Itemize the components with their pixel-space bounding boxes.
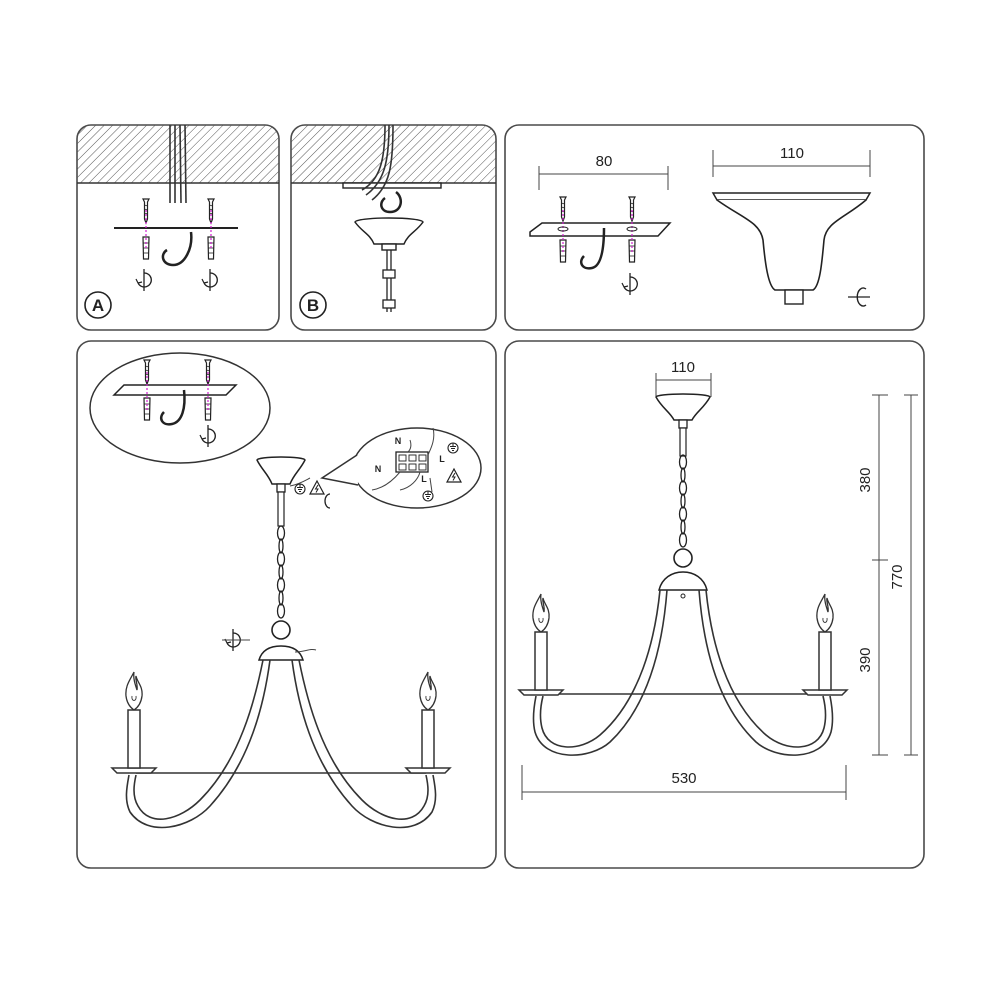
mounting-bracket [112, 384, 238, 396]
arm-left-inner [125, 659, 271, 829]
overall-dimensions-panel: 110 530 [504, 340, 925, 869]
hub-wire [294, 648, 317, 653]
arm-left-outer [133, 659, 264, 820]
ground-icon [422, 490, 434, 502]
chandelier-hub [257, 645, 305, 661]
neutral-label-top: N [395, 436, 402, 446]
neutral-label-left: N [375, 464, 382, 474]
arm-right-inner [291, 659, 437, 829]
wire-live-in [427, 427, 435, 456]
total-height-label: 770 [889, 564, 906, 589]
connector-lower [382, 299, 396, 309]
live-label-top: L [439, 454, 445, 464]
chain-links [678, 454, 688, 548]
chain-ring [271, 620, 291, 640]
chain-ring [673, 548, 693, 568]
step-a-badge [84, 291, 112, 319]
wire-neutral-out [371, 471, 401, 491]
canopy-nipple [381, 243, 397, 251]
hook-icon [161, 231, 193, 267]
bracket-hole [557, 226, 569, 232]
hook-icon [580, 227, 606, 270]
chain-height-label: 380 [857, 467, 874, 492]
mounting-bracket [529, 222, 672, 237]
step-b-panel: B [290, 124, 497, 331]
wiring-callout-pointer [320, 454, 359, 486]
canopy-nipple [276, 483, 286, 493]
canopy-nipple [678, 419, 688, 429]
wire-ground [429, 477, 433, 493]
bracket-canopy-dimensions-panel: 80 110 [504, 124, 925, 331]
arm-right-inner [698, 589, 834, 756]
canopy-width-label: 110 [780, 145, 804, 162]
step-a-panel: A [76, 124, 280, 331]
ground-icon [447, 442, 459, 454]
arm-right-outer [705, 589, 827, 748]
rod-segment [277, 491, 285, 527]
ground-icon [294, 483, 306, 495]
bracket-width-label: 80 [596, 153, 613, 170]
step-b-label: B [307, 296, 319, 315]
hub-screw [680, 593, 686, 599]
step-b-badge [299, 291, 327, 319]
canopy-wire [289, 477, 311, 487]
installation-panel: N L N L [76, 340, 497, 869]
chain-links [276, 525, 286, 619]
overall-dimensions-frame [504, 340, 925, 869]
arm-left-outer [539, 589, 661, 748]
wire-bundle-icon [361, 124, 394, 201]
step-a-label: A [92, 296, 104, 315]
bracket-detail-oval [89, 352, 271, 464]
bracket-hole [626, 226, 638, 232]
body-height-label: 390 [857, 647, 874, 672]
total-width-label: 530 [671, 770, 696, 787]
arm-left-inner [532, 589, 668, 756]
rod-segment [679, 427, 687, 457]
rotate-icon [324, 493, 331, 509]
chandelier-hub [658, 571, 708, 591]
wire-neutral-in [407, 439, 412, 453]
canopy-width-overall-label: 110 [671, 359, 695, 376]
connector-upper [382, 269, 396, 279]
wire-live-out [399, 471, 421, 491]
live-label-bottom: L [421, 474, 427, 484]
terminal-block-icon [395, 451, 429, 473]
arm-right-outer [298, 659, 429, 820]
canopy-icon [711, 192, 872, 305]
ceiling-hatch-icon [77, 125, 279, 183]
mounting-plate [342, 182, 442, 189]
hook-icon [380, 191, 403, 214]
hook-icon [160, 389, 186, 426]
wire-bundle-icon [169, 124, 187, 204]
